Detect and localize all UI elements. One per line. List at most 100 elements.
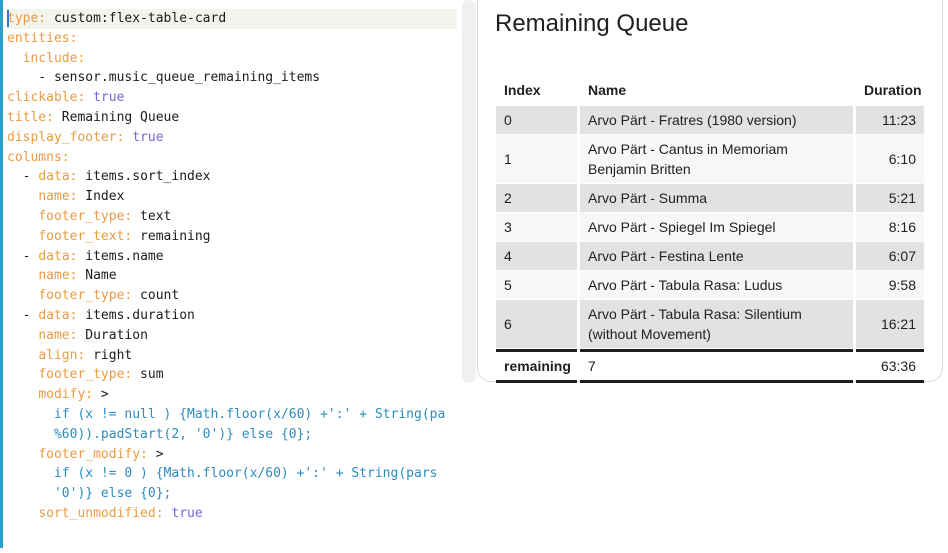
code-line[interactable]: type: custom:flex-table-card xyxy=(7,9,457,29)
code-token-bool: true xyxy=(171,505,203,521)
code-line[interactable]: name: Index xyxy=(7,187,457,207)
code-token-key: type: xyxy=(7,11,47,26)
table-cell: Arvo Pärt - Spiegel Im Spiegel xyxy=(580,213,853,241)
code-line[interactable]: footer_type: text xyxy=(7,207,457,227)
code-token-plain: remaining xyxy=(132,228,211,244)
code-token-plain: custom:flex-table-card xyxy=(46,11,227,26)
code-line[interactable]: - data: items.name xyxy=(7,247,457,267)
table-cell: 16:21 xyxy=(856,300,924,348)
editor-scrollbar-thumb[interactable] xyxy=(462,0,476,383)
footer-cell: remaining xyxy=(496,349,577,383)
code-token-key: footer_text: xyxy=(38,228,133,244)
code-line[interactable]: - data: items.sort_index xyxy=(7,167,457,187)
code-token-key: title: xyxy=(7,109,54,125)
code-token-key: name: xyxy=(38,327,78,343)
table-cell: 11:23 xyxy=(856,106,924,134)
code-token-plain: > xyxy=(147,446,164,462)
code-token-key: name: xyxy=(38,189,78,205)
code-token-plain: > xyxy=(93,387,109,403)
code-token-key: display_footer: xyxy=(7,129,125,145)
code-line[interactable]: clickable: true xyxy=(7,88,457,108)
code-token-plain: sum xyxy=(132,367,164,383)
table-cell: 1 xyxy=(496,135,577,183)
table-header-row: Index Name Duration xyxy=(496,75,924,105)
code-token-plain xyxy=(7,506,38,521)
code-token-code: if (x != null ) {Math.floor(x/60) +':' +… xyxy=(7,406,446,422)
code-token-plain xyxy=(7,189,38,204)
column-header-index[interactable]: Index xyxy=(504,82,541,98)
code-token-key: data: xyxy=(38,248,78,264)
table-cell: Arvo Pärt - Tabula Rasa: Ludus xyxy=(580,271,853,299)
code-token-key: footer_type: xyxy=(38,288,133,304)
code-token-plain: - xyxy=(7,248,39,264)
code-token-key: data: xyxy=(38,307,78,323)
table-cell: 5:21 xyxy=(856,184,924,212)
code-line[interactable]: if (x != null ) {Math.floor(x/60) +':' +… xyxy=(7,405,457,425)
code-line[interactable]: align: right xyxy=(7,346,457,366)
code-line[interactable]: name: Name xyxy=(7,266,457,286)
code-token-plain: Index xyxy=(77,189,125,205)
code-token-key: footer_type: xyxy=(38,367,133,383)
code-line[interactable]: include: xyxy=(7,49,457,69)
card-title: Remaining Queue xyxy=(495,10,689,37)
table-cell: Arvo Pärt - Summa xyxy=(580,184,853,212)
code-token-key: entities: xyxy=(7,30,78,46)
code-line[interactable]: modify: > xyxy=(7,385,457,405)
table-cell: 6:07 xyxy=(856,242,924,270)
code-token-bool: true xyxy=(132,129,164,145)
code-token-code: %60)).padStart(2, '0')} else {0}; xyxy=(7,426,313,442)
code-token-plain xyxy=(7,229,38,244)
table-cell: 6:10 xyxy=(856,135,924,183)
code-line[interactable]: display_footer: true xyxy=(7,128,457,148)
code-token-plain: right xyxy=(85,347,133,363)
code-line[interactable]: - sensor.music_queue_remaining_items xyxy=(7,68,457,88)
code-line[interactable]: %60)).padStart(2, '0')} else {0}; xyxy=(7,425,457,445)
column-header-duration[interactable]: Duration xyxy=(864,82,922,98)
table-cell: Arvo Pärt - Festina Lente xyxy=(580,242,853,270)
code-line[interactable]: if (x != 0 ) {Math.floor(x/60) +':' + St… xyxy=(7,464,457,484)
text-cursor xyxy=(7,10,9,27)
code-token-plain: - xyxy=(7,169,39,185)
code-line[interactable]: title: Remaining Queue xyxy=(7,108,457,128)
code-line[interactable]: footer_type: sum xyxy=(7,365,457,385)
code-token-code: if (x != 0 ) {Math.floor(x/60) +':' + St… xyxy=(7,466,438,482)
table-cell: Arvo Pärt - Fratres (1980 version) xyxy=(580,106,853,134)
code-token-plain: items.duration xyxy=(77,307,195,323)
code-token-key: footer_modify: xyxy=(38,446,148,462)
code-token-key: name: xyxy=(38,268,78,284)
footer-cell: 7 xyxy=(580,349,853,383)
code-line[interactable]: sort_unmodified: true xyxy=(7,504,457,524)
table-cell: 6 xyxy=(496,300,577,348)
code-line[interactable]: footer_modify: > xyxy=(7,445,457,465)
code-line[interactable]: footer_type: count xyxy=(7,286,457,306)
code-line[interactable]: - data: items.duration xyxy=(7,306,457,326)
code-line[interactable]: columns: xyxy=(7,148,457,168)
code-token-plain: Name xyxy=(77,268,117,284)
code-token-plain: Remaining Queue xyxy=(53,109,180,125)
code-line[interactable]: '0')} else {0}; xyxy=(7,484,457,504)
code-token-key: clickable: xyxy=(7,90,86,106)
column-header-name[interactable]: Name xyxy=(588,82,627,98)
code-token-plain: Duration xyxy=(77,327,148,343)
table-cell: 8:16 xyxy=(856,213,924,241)
code-line[interactable]: footer_text: remaining xyxy=(7,227,457,247)
table-cell: 2 xyxy=(496,184,577,212)
code-line[interactable]: entities: xyxy=(7,29,457,49)
code-token-plain xyxy=(85,90,93,105)
table-cell: 4 xyxy=(496,242,577,270)
table-cell: Arvo Pärt - Cantus in Memoriam Benjamin … xyxy=(580,135,853,183)
table-cell: Arvo Pärt - Tabula Rasa: Silentium (with… xyxy=(580,300,853,348)
code-line[interactable]: name: Duration xyxy=(7,326,457,346)
